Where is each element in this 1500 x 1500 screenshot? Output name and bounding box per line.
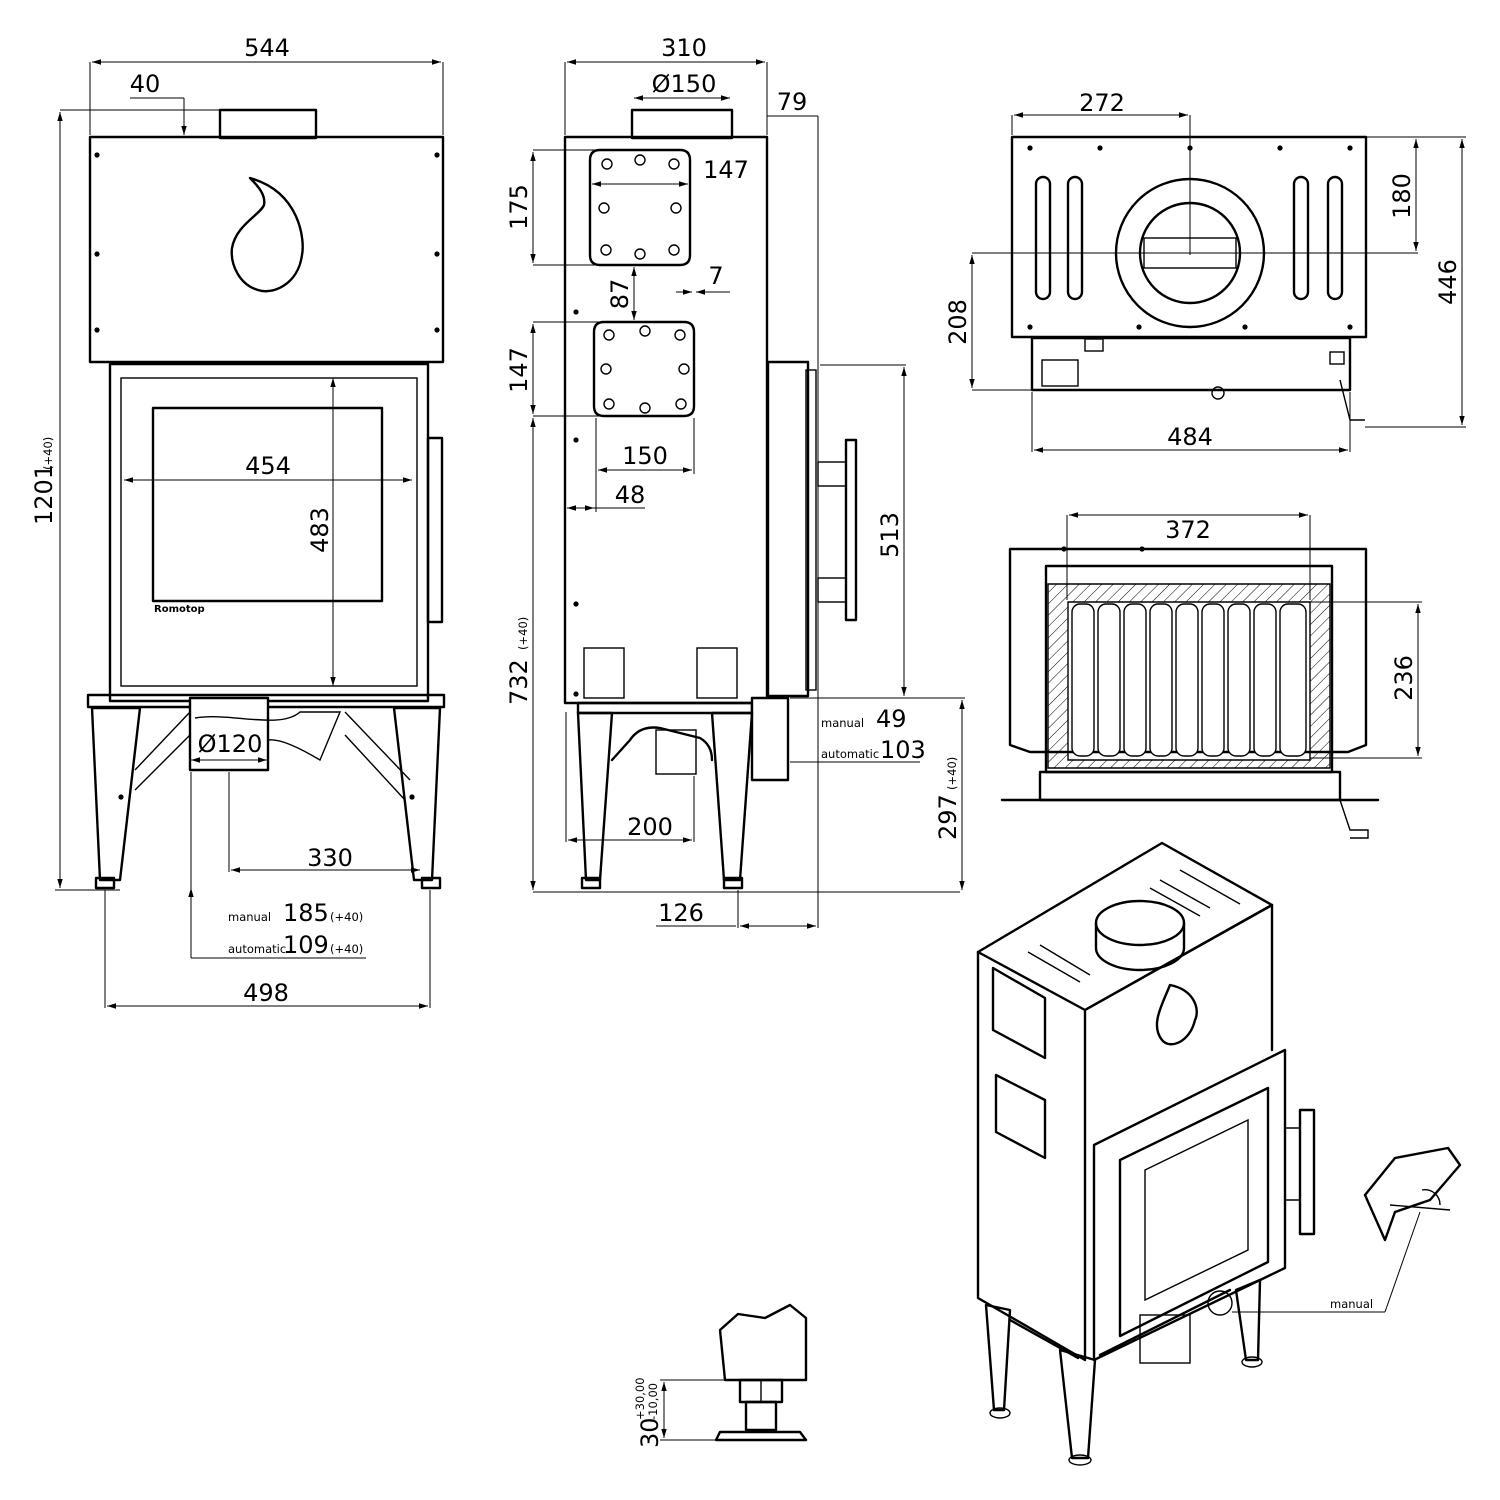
front-manual-tol: (+40) bbox=[330, 910, 363, 924]
iso-manual-label: manual bbox=[1330, 1297, 1373, 1311]
dim-front-height-tol: (+40) bbox=[41, 437, 55, 470]
dim-side-height: 732 bbox=[505, 659, 533, 705]
dim-side-leg: 200 bbox=[627, 813, 673, 841]
front-left-leg bbox=[90, 706, 142, 882]
dim-port-offset: 7 bbox=[708, 262, 723, 290]
dim-port1-width: 147 bbox=[703, 156, 749, 184]
dim-port1-height: 175 bbox=[505, 184, 533, 230]
dim-top-width: 484 bbox=[1167, 423, 1213, 451]
dim-side-rear: 79 bbox=[777, 88, 808, 116]
dim-port2-width: 150 bbox=[622, 442, 668, 470]
iso-flue-collar bbox=[1094, 899, 1186, 947]
front-glass bbox=[151, 406, 384, 603]
side-flue-outlet bbox=[750, 696, 790, 782]
front-dimensions: 544 40 1201 (+40) 454 483 Ø120 330 manua… bbox=[30, 34, 444, 1009]
dim-door-height: 513 bbox=[876, 512, 904, 558]
dim-front-flue: Ø120 bbox=[198, 730, 263, 758]
section-insulation bbox=[1047, 583, 1331, 769]
dim-port2-height: 147 bbox=[505, 347, 533, 393]
dim-port-x: 48 bbox=[615, 481, 646, 509]
iso-door bbox=[1092, 1048, 1287, 1362]
side-port-upper bbox=[588, 148, 692, 267]
front-manual-value: 185 bbox=[283, 899, 329, 927]
dim-floor-height: 297 bbox=[934, 794, 962, 840]
front-auto-tol: (+40) bbox=[330, 942, 363, 956]
dim-top-depth-b: 208 bbox=[944, 299, 972, 345]
flame-logo-icon bbox=[230, 176, 304, 293]
side-handle bbox=[844, 438, 858, 622]
dim-side-flue: Ø150 bbox=[652, 70, 717, 98]
top-view bbox=[1010, 135, 1368, 421]
dim-leveler-tol-minus: -10,00 bbox=[646, 1383, 660, 1420]
dim-section-height: 236 bbox=[1390, 655, 1418, 701]
front-top-body bbox=[88, 135, 445, 364]
dim-side-height-tol: (+40) bbox=[516, 617, 530, 650]
side-manual-value: 49 bbox=[876, 705, 907, 733]
top-body bbox=[1010, 135, 1368, 339]
front-door-frame bbox=[108, 362, 430, 703]
front-view: Romotop bbox=[86, 108, 446, 890]
top-dimensions: 272 180 208 446 484 bbox=[944, 89, 1466, 453]
brand-label: Romotop bbox=[154, 604, 205, 615]
iso-flame-logo-icon bbox=[1155, 983, 1198, 1046]
dim-top-flue-pos: 272 bbox=[1079, 89, 1125, 117]
dim-top-gap: 40 bbox=[130, 70, 161, 98]
side-view bbox=[563, 108, 858, 890]
front-flue-collar bbox=[218, 108, 318, 140]
dim-glass-height: 483 bbox=[306, 507, 334, 553]
side-auto-value: 103 bbox=[880, 736, 926, 764]
section-dimensions: 372 236 bbox=[1066, 512, 1422, 759]
dim-side-depth: 310 bbox=[661, 34, 707, 62]
side-dimensions: 310 Ø150 79 175 147 87 7 147 150 48 732 … bbox=[505, 34, 965, 929]
dim-section-width: 372 bbox=[1165, 516, 1211, 544]
dim-top-depth-total: 446 bbox=[1434, 259, 1462, 305]
dim-side-foot: 126 bbox=[658, 899, 704, 927]
dim-leveler-tol-plus: +30,00 bbox=[633, 1377, 647, 1420]
dim-floor-tol: (+40) bbox=[945, 757, 959, 790]
dim-base-width: 498 bbox=[243, 979, 289, 1007]
isometric-view: manual bbox=[976, 841, 1462, 1466]
section-outer bbox=[1008, 547, 1368, 754]
front-manual-label: manual bbox=[228, 910, 271, 924]
front-auto-label: automatic bbox=[228, 942, 286, 956]
side-body bbox=[563, 135, 769, 705]
dim-top-depth-a: 180 bbox=[1388, 173, 1416, 219]
dim-port-gap: 87 bbox=[606, 279, 634, 310]
dim-leg-offset: 330 bbox=[307, 844, 353, 872]
side-manual-label: manual bbox=[821, 716, 864, 730]
dim-front-height: 1201 bbox=[30, 464, 58, 525]
iso-handle bbox=[1298, 1108, 1316, 1236]
side-door bbox=[766, 360, 810, 698]
dim-glass-width: 454 bbox=[245, 452, 291, 480]
dim-front-width: 544 bbox=[244, 34, 290, 62]
front-right-leg bbox=[392, 706, 442, 882]
section-view bbox=[1000, 546, 1380, 839]
manual-detail-icon bbox=[1363, 1146, 1462, 1242]
leveler-detail: 30 +30,00 -10,00 bbox=[633, 1303, 808, 1448]
dim-leveler-value: 30 bbox=[636, 1417, 664, 1448]
side-port-lower bbox=[592, 320, 696, 418]
front-auto-value: 109 bbox=[283, 931, 329, 959]
side-auto-label: automatic bbox=[821, 747, 879, 761]
